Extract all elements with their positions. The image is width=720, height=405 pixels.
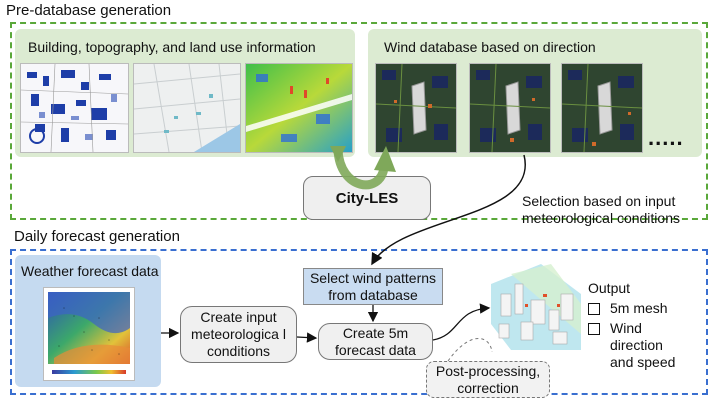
wind-database-title: Wind database based on direction [384,39,596,55]
green-curved-arrow [333,149,389,190]
weather-forecast-panel: Weather forecast data [15,255,161,387]
checkbox-icon [588,323,600,335]
wind-pattern-thumbnail [561,63,643,153]
input-to-5m-arrow [296,332,318,343]
weather-map-thumbnail [43,287,135,381]
wind-pattern-thumbnail [375,63,457,153]
more-indicator: ..... [648,125,684,150]
green-arrow-head [374,146,396,172]
forecast-to-output-arrow [432,303,491,341]
output-item-wind: Wind direction and speed [588,320,688,371]
postprocessing-box: Post-processing, correction [426,361,550,398]
selection-note: Selection based on input meteorological … [522,193,680,226]
output-item-label: Wind direction and speed [610,320,676,370]
output-title: Output [588,280,631,296]
daily-title: Daily forecast generation [14,228,180,245]
create-5m-forecast-box: Create 5m forecast data [318,323,433,360]
building-info-title: Building, topography, and land use infor… [28,39,316,55]
green-arrow-tail [330,146,346,162]
create-input-conditions-box: Create input meteorologica l conditions [180,306,297,363]
selection-arrow [371,154,527,266]
output-item-label: 5m mesh [610,300,668,316]
wind-pattern-thumbnail [469,63,551,153]
wind-database-panel: Wind database based on direction ..... [368,29,702,157]
output-list: Output 5m mesh Wind direction and speed [588,280,708,371]
land-use-thumbnail [245,63,353,153]
select-wind-patterns-box: Select wind patterns from database [303,268,443,305]
daily-section [10,249,708,395]
building-map-thumbnail [20,63,129,153]
weather-forecast-title: Weather forecast data [21,263,159,279]
checkbox-icon [588,303,600,315]
output-item-mesh: 5m mesh [588,300,708,317]
output-3d-thumbnail [491,264,581,350]
building-info-panel: Building, topography, and land use infor… [15,29,355,157]
topography-thumbnail [133,63,241,153]
postprocessing-connector [447,338,493,362]
predatabase-title: Pre-database generation [6,2,172,19]
